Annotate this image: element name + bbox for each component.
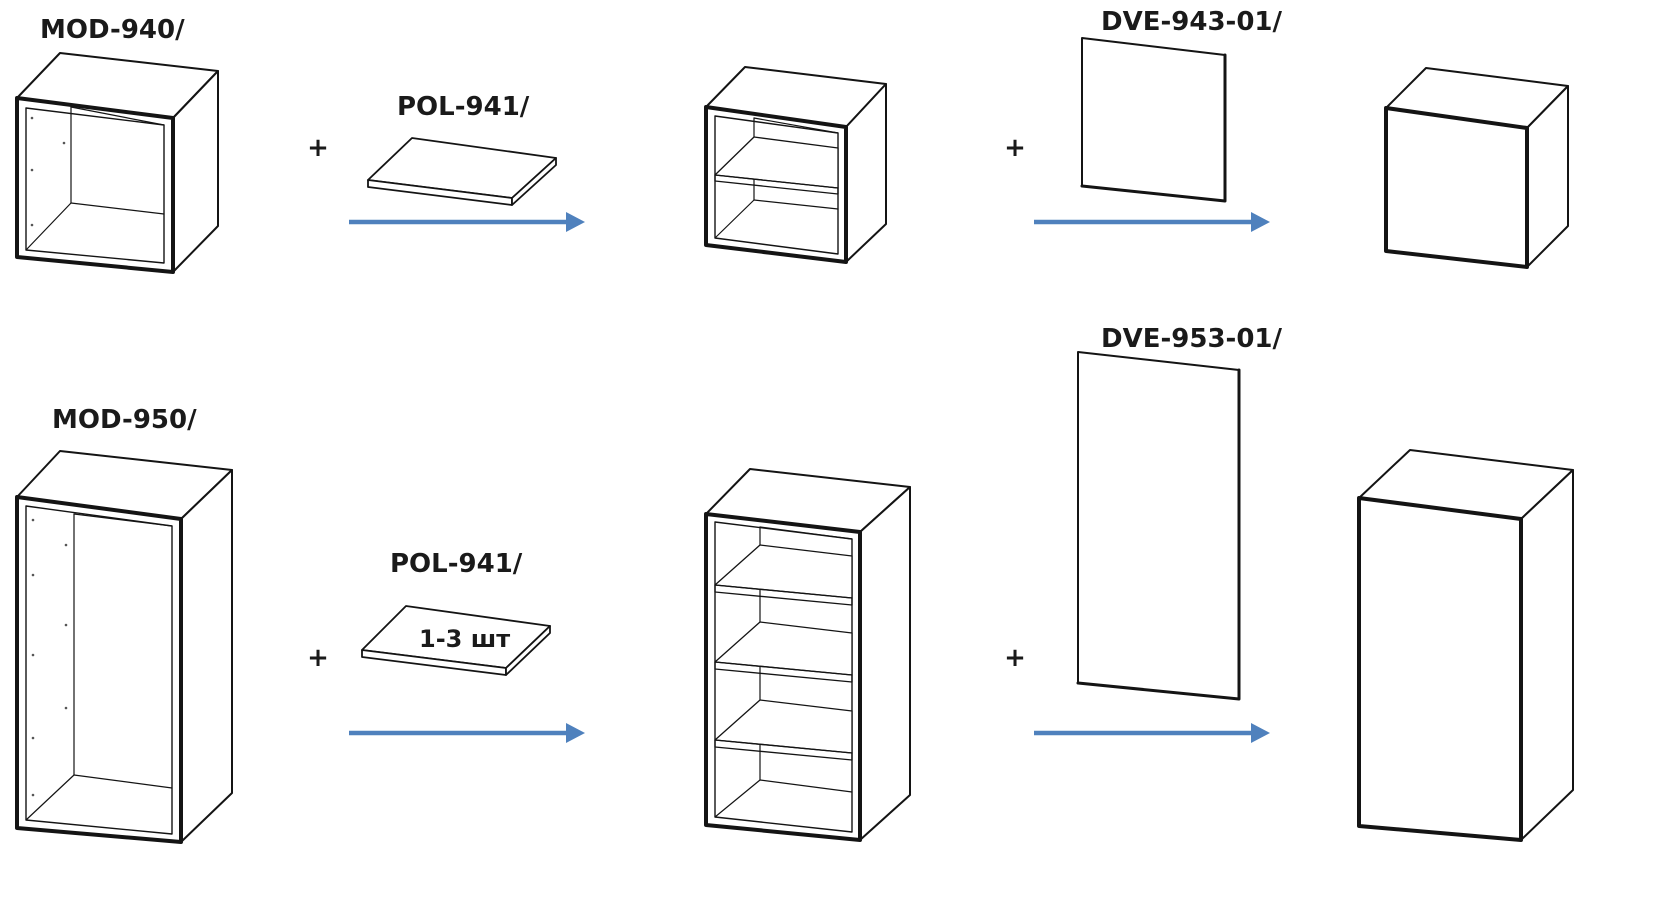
shelf-panel [361,605,551,676]
arrow-right [349,723,585,743]
arrow-right [1034,212,1270,232]
plus-sign-2: + [1004,133,1026,163]
empty-cabinet-small [15,52,219,274]
door-label: DVE-953-01/ [1101,324,1283,354]
door-label: DVE-943-01/ [1101,7,1283,37]
shelf-quantity: 1-3 шт [419,625,510,653]
shelf-label: POL-941/ [390,549,523,579]
door-panel-tall [1076,351,1241,701]
arrow-right [1034,723,1270,743]
row-1: MOD-940/ + POL-941/ [15,7,1569,274]
module-label: MOD-950/ [52,405,197,435]
shelf-label: POL-941/ [397,92,530,122]
closed-cabinet-tall [1357,449,1574,842]
empty-cabinet-tall [15,450,233,844]
door-panel [1080,37,1227,203]
cabinet-with-shelf [704,66,887,264]
row-2: MOD-950/ + POL-941/ 1-3 шт [15,324,1574,844]
arrow-right [349,212,585,232]
plus-sign-2: + [1004,643,1026,673]
cabinet-with-shelves [704,468,911,842]
plus-sign-1: + [307,643,329,673]
module-label: MOD-940/ [40,15,185,45]
shelf-panel [367,137,557,206]
plus-sign-1: + [307,133,329,163]
closed-cabinet-small [1384,67,1569,269]
